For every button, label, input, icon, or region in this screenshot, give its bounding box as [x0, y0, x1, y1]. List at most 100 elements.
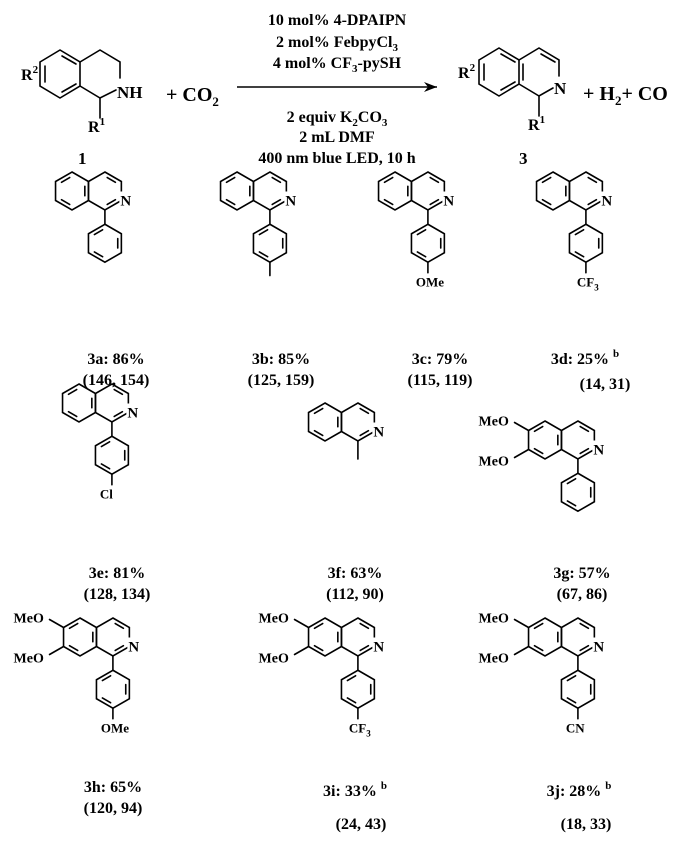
n-atom: N — [120, 194, 131, 210]
double-bond — [68, 622, 79, 630]
cyano-group: CN — [566, 721, 585, 736]
pair-3b: (125, 159) — [248, 372, 315, 389]
bond — [48, 618, 65, 629]
solvent-line: 2 mL DMF — [299, 129, 375, 146]
double-bond — [93, 228, 104, 236]
double-bond — [359, 644, 370, 652]
cf3-group: CF3 — [577, 275, 599, 293]
pair-3a: (146, 154) — [83, 372, 150, 389]
label-3j: 3j: 28%b — [547, 780, 612, 800]
double-bond — [579, 644, 590, 652]
n-atom: N — [373, 640, 384, 656]
methoxy-group: MeO — [479, 652, 509, 667]
label-3g: 3g: 57% — [553, 565, 610, 582]
double-bond — [359, 429, 370, 437]
conditions: 10 mol% 4-DPAIPN 2 mol% FebpyCl3 4 mol% … — [237, 12, 437, 167]
double-bond — [114, 622, 125, 630]
double-bond — [258, 251, 269, 258]
chloro-group: Cl — [100, 487, 113, 502]
double-bond — [258, 228, 269, 236]
double-bond — [533, 622, 544, 630]
ring — [560, 669, 596, 710]
ring — [410, 223, 446, 264]
structure-3e: N Cl — [61, 383, 141, 502]
double-bond — [271, 176, 282, 184]
structure-3b: N — [219, 171, 299, 277]
double-bond — [416, 228, 427, 236]
double-bond — [566, 477, 577, 485]
product-r1-label: R1 — [528, 114, 545, 134]
n-atom: N — [593, 443, 604, 459]
compound-1-label: 1 — [78, 149, 87, 168]
double-bond — [429, 176, 440, 184]
methoxy-group: MeO — [479, 455, 509, 470]
ring — [252, 223, 288, 264]
bond — [48, 645, 65, 656]
double-bond — [100, 463, 111, 470]
double-bond — [313, 622, 324, 630]
bond — [513, 645, 530, 656]
pair-3d: (14, 31) — [580, 376, 631, 393]
double-bond — [533, 425, 544, 433]
ring — [410, 171, 446, 211]
methoxy-group: OMe — [101, 721, 129, 736]
double-bond — [533, 447, 544, 455]
double-bond — [113, 410, 124, 418]
bond — [513, 618, 530, 629]
double-bond — [416, 251, 427, 258]
cf3-group: CF3 — [349, 721, 371, 739]
double-bond — [100, 440, 111, 448]
compound-labels: 3a: 86% (146, 154) 3b: 85% (125, 159) 3c… — [83, 348, 631, 833]
hat-catalyst-line: 4 mol% CF3-pySH — [273, 55, 402, 75]
double-bond — [574, 251, 585, 258]
double-bond — [533, 644, 544, 652]
ring — [568, 171, 604, 211]
methoxy-group: MeO — [259, 652, 289, 667]
ring — [62, 617, 98, 657]
n-atom: N — [127, 406, 138, 422]
double-bond — [383, 198, 394, 206]
double-bond — [93, 251, 104, 258]
double-bond — [566, 697, 577, 704]
double-bond — [67, 410, 78, 418]
ring — [61, 383, 97, 423]
double-bond — [579, 447, 590, 455]
ring — [307, 617, 343, 657]
label-3d: 3d: 25%b — [551, 348, 619, 368]
double-bond — [346, 697, 357, 704]
bond — [293, 618, 310, 629]
methoxy-group: MeO — [14, 612, 44, 627]
double-bond — [566, 500, 577, 507]
double-bond — [579, 622, 590, 630]
r2-label: R2 — [21, 64, 39, 84]
double-bond — [313, 407, 324, 415]
double-bond — [68, 644, 79, 652]
light-line: 400 nm blue LED, 10 h — [258, 150, 415, 167]
ring — [560, 420, 596, 460]
label-3i: 3i: 33%b — [323, 780, 387, 800]
ring — [527, 420, 563, 460]
methoxy-group: MeO — [259, 612, 289, 627]
ring — [340, 402, 376, 442]
double-bond — [587, 176, 598, 184]
methoxy-group: MeO — [479, 612, 509, 627]
ring — [340, 617, 376, 657]
bond — [513, 421, 530, 432]
pair-3h: (120, 94) — [84, 800, 143, 817]
pair-3i: (24, 43) — [336, 816, 387, 833]
double-bond — [101, 674, 112, 682]
structure-3a: N — [54, 171, 134, 264]
double-bond — [114, 644, 125, 652]
n-atom: N — [593, 640, 604, 656]
catalyst-line: 10 mol% 4-DPAIPN — [268, 12, 407, 29]
label-3b: 3b: 85% — [252, 351, 310, 368]
ring — [527, 617, 563, 657]
ring — [95, 617, 131, 657]
